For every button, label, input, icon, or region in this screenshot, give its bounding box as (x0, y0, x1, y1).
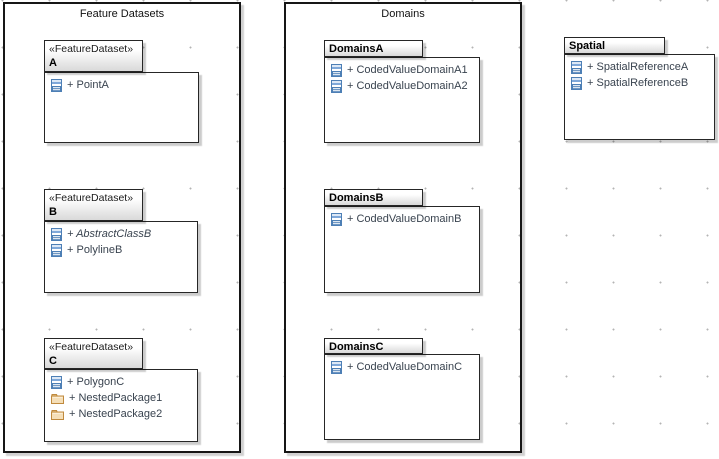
class-icon (571, 76, 582, 90)
element-label: + NestedPackage2 (69, 408, 163, 420)
element-nestedpackage2[interactable]: + NestedPackage2 (45, 406, 197, 422)
package-domains[interactable]: Domains (284, 2, 522, 453)
element-label: + PolylineB (67, 244, 123, 256)
package-icon (51, 393, 64, 404)
element-spatialreferencea[interactable]: + SpatialReferenceA (565, 59, 714, 75)
package-domainsc-body[interactable]: + CodedValueDomainC (324, 354, 480, 440)
package-spatial-references-body[interactable]: + SpatialReferenceA + SpatialReferenceB (564, 54, 715, 140)
package-domainsa-name: DomainsA (329, 43, 384, 55)
class-icon (51, 243, 62, 257)
package-b-body[interactable]: + AbstractClassB + PolylineB (44, 221, 198, 293)
package-domainsc-name: DomainsC (329, 341, 384, 353)
class-icon (51, 227, 62, 241)
package-feature-datasets[interactable]: Feature Datasets (3, 2, 241, 453)
element-spatialreferenceb[interactable]: + SpatialReferenceB (565, 75, 714, 91)
class-icon (331, 212, 342, 226)
package-c-name: C (49, 355, 57, 367)
package-domainsa-tab[interactable]: DomainsA (324, 40, 423, 57)
package-spatial-references-name: Spatial References (569, 40, 606, 52)
package-domains-label: Domains (381, 8, 425, 20)
package-a-tab[interactable]: «FeatureDataset» A (44, 40, 143, 72)
package-icon (51, 409, 64, 420)
package-domainsa-body[interactable]: + CodedValueDomainA1 + CodedValueDomainA… (324, 57, 480, 143)
class-icon (571, 60, 582, 74)
package-b-stereotype: «FeatureDataset» (49, 192, 134, 204)
element-label: + CodedValueDomainC (347, 361, 463, 373)
class-icon (51, 375, 62, 389)
element-label: + CodedValueDomainA1 (347, 64, 468, 76)
package-c-stereotype: «FeatureDataset» (49, 341, 134, 353)
package-domainsc-tab[interactable]: DomainsC (324, 338, 423, 354)
class-icon (331, 360, 342, 374)
class-icon (51, 78, 62, 92)
element-label: + SpatialReferenceA (587, 61, 689, 73)
element-pointa[interactable]: + PointA (45, 77, 198, 93)
element-label: + CodedValueDomainB (347, 213, 462, 225)
element-polylineb[interactable]: + PolylineB (45, 242, 197, 258)
package-domainsb-name: DomainsB (329, 192, 384, 204)
package-domainsb-tab[interactable]: DomainsB (324, 189, 423, 206)
element-label: + NestedPackage1 (69, 392, 163, 404)
element-nestedpackage1[interactable]: + NestedPackage1 (45, 390, 197, 406)
package-feature-datasets-label: Feature Datasets (79, 8, 165, 20)
element-codedvaluedomainc[interactable]: + CodedValueDomainC (325, 359, 479, 375)
package-c-body[interactable]: + PolygonC + NestedPackage1 + NestedPack… (44, 369, 198, 442)
package-a-stereotype: «FeatureDataset» (49, 43, 134, 55)
package-domainsb-body[interactable]: + CodedValueDomainB (324, 206, 480, 293)
element-label: + PointA (67, 79, 109, 91)
element-abstractclassb[interactable]: + AbstractClassB (45, 226, 197, 242)
class-icon (331, 63, 342, 77)
element-label: + PolygonC (67, 376, 125, 388)
element-polygonc[interactable]: + PolygonC (45, 374, 197, 390)
package-a-name: A (49, 57, 57, 69)
class-icon (331, 79, 342, 93)
element-codedvaluedomainb[interactable]: + CodedValueDomainB (325, 211, 479, 227)
package-c-tab[interactable]: «FeatureDataset» C (44, 338, 143, 369)
package-spatial-references-tab[interactable]: Spatial References (564, 37, 665, 54)
package-b-name: B (49, 206, 57, 218)
element-label: + CodedValueDomainA2 (347, 80, 468, 92)
package-a-body[interactable]: + PointA (44, 72, 199, 143)
element-codedvaluedomaina1[interactable]: + CodedValueDomainA1 (325, 62, 479, 78)
element-label: + AbstractClassB (67, 228, 152, 240)
element-codedvaluedomaina2[interactable]: + CodedValueDomainA2 (325, 78, 479, 94)
package-b-tab[interactable]: «FeatureDataset» B (44, 189, 143, 221)
element-label: + SpatialReferenceB (587, 77, 689, 89)
